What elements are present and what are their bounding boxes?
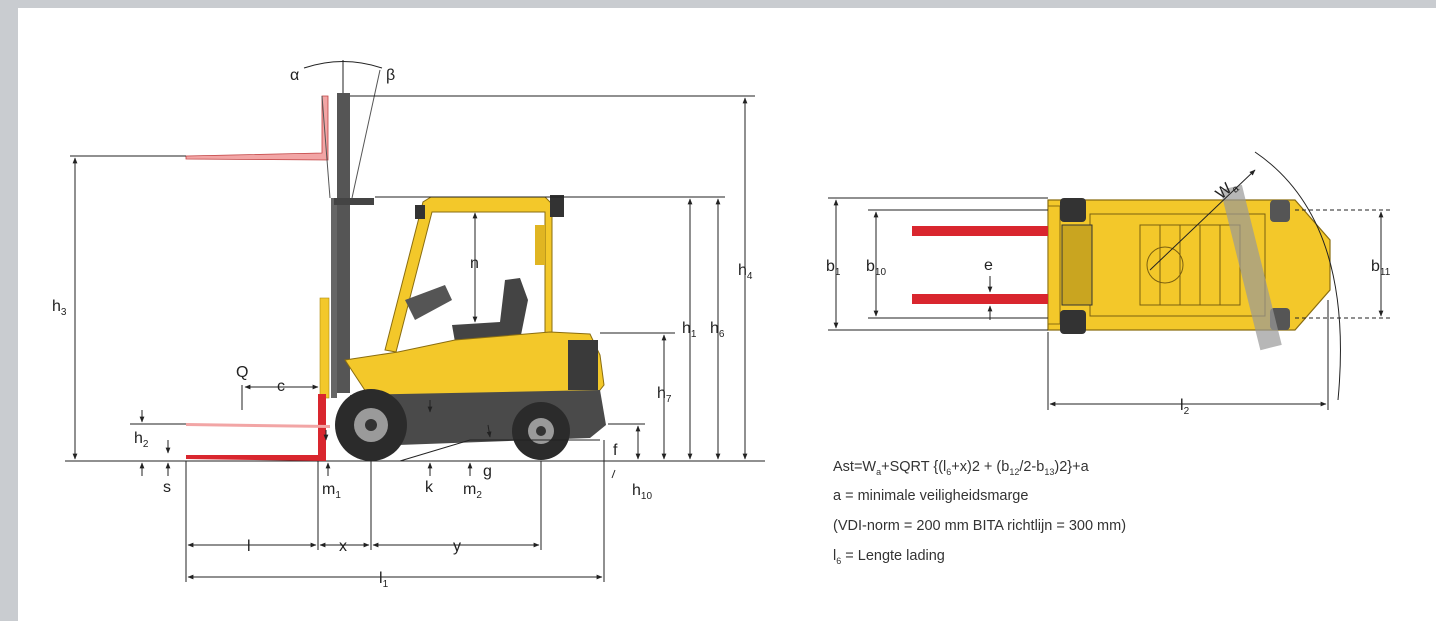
formula-sub: 12 (1009, 466, 1020, 477)
label-h3: h3 (52, 298, 67, 318)
height-dimensions (70, 60, 755, 582)
note-var: l (833, 548, 837, 564)
label-beta: β (386, 67, 395, 84)
label-h4: h4 (738, 262, 753, 282)
raised-fork (185, 95, 329, 161)
formula-part: +SQRT {(l (881, 459, 947, 475)
label-f: f (613, 442, 618, 459)
carriage (319, 297, 330, 399)
mast (321, 69, 381, 398)
label-h6: h6 (710, 320, 725, 340)
label-Q: Q (236, 364, 248, 381)
label-c: c (277, 378, 285, 395)
formula-sub: a (876, 466, 882, 477)
note-text: = Lengte lading (841, 548, 945, 564)
label-m1: m1 (322, 481, 341, 501)
note-load-length: l6 = Lengte lading (833, 548, 945, 566)
top-dimensions (828, 151, 1390, 410)
top-fork-lower (912, 294, 1048, 304)
formula-sub: 13 (1044, 466, 1055, 477)
label-k: k (425, 479, 434, 496)
label-g: g (483, 463, 492, 480)
formula-part: /2-b (1019, 459, 1045, 475)
note-sub: 6 (836, 555, 842, 566)
label-alpha: α (290, 67, 299, 84)
formula-part: +x)2 + (b (951, 459, 1010, 475)
lowered-fork (186, 394, 330, 461)
side-view: α β h3 h4 h1 h6 h7 h2 h10 n Q c s m1 m2 … (52, 60, 765, 590)
label-x: x (339, 538, 347, 555)
formula-sub: 6 (946, 466, 952, 477)
label-l2: l2 (1180, 397, 1190, 417)
formula-part: )2}+a (1054, 459, 1089, 475)
label-s: s (163, 479, 171, 496)
turning-radius-formula: Ast=Wa+SQRT {(l6+x)2 + (b12/2-b13)2}+a (833, 459, 1089, 477)
top-view: b1 b10 b11 e Wa l2 (826, 151, 1391, 417)
label-b11: b11 (1371, 258, 1391, 278)
formula-part: Ast=W (833, 459, 877, 475)
front-wheel (335, 389, 407, 461)
label-n: n (470, 255, 479, 272)
label-b1: b1 (826, 258, 841, 278)
label-h10: h10 (632, 482, 652, 502)
label-l1: l1 (379, 570, 389, 590)
rear-wheel (512, 402, 570, 460)
note-norm: (VDI-norm = 200 mm BITA richtlijn = 300 … (833, 518, 1127, 534)
label-m2: m2 (463, 481, 482, 501)
forklift-cab (384, 195, 564, 353)
note-safety-margin: a = minimale veiligheidsmarge (833, 488, 1029, 504)
label-h7: h7 (657, 385, 672, 405)
label-l: l (247, 538, 251, 555)
top-fork-upper (912, 226, 1048, 236)
label-b10: b10 (866, 258, 886, 278)
label-h1: h1 (682, 320, 697, 340)
label-h2: h2 (134, 430, 149, 450)
label-e: e (984, 257, 993, 274)
label-y: y (453, 538, 461, 555)
